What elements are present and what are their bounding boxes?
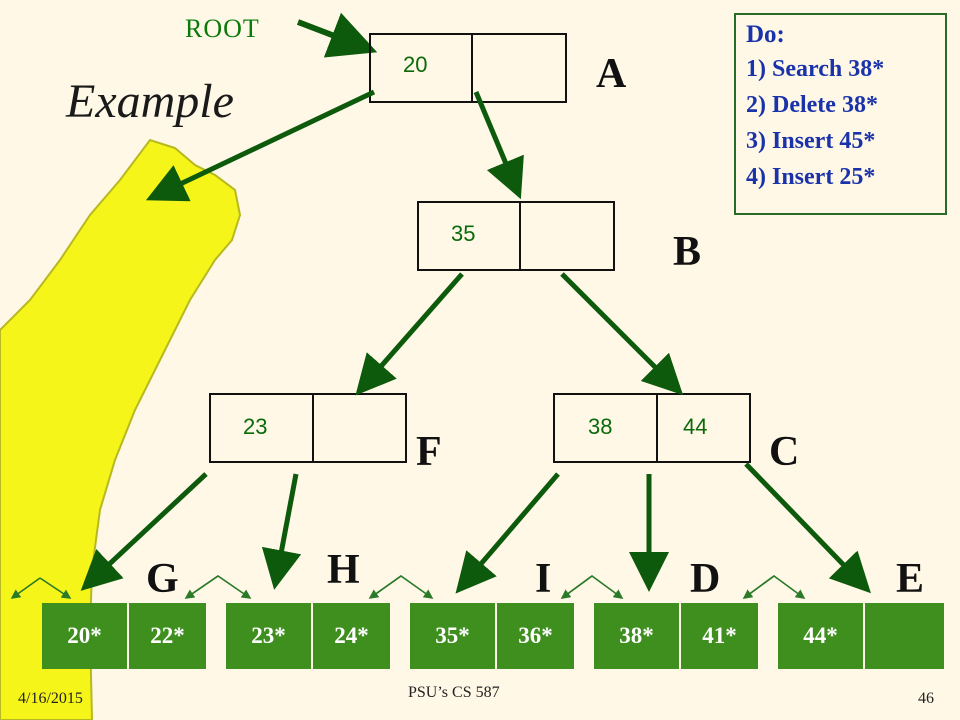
todo-item: 3) Insert 45* [746, 128, 876, 154]
leaf-g-label: G [146, 556, 179, 602]
sibling-arrow-e-d [742, 575, 775, 599]
leaf-d-label: D [690, 556, 721, 602]
todo-box: Do: 1) Search 38* 2) Delete 38* 3) Inser… [734, 13, 947, 215]
footer-course: PSU’s CS 587 [408, 684, 500, 701]
node-f-key-1: 23 [243, 414, 268, 439]
leaf-e-label: E [896, 556, 925, 602]
arrow-f-to-h [261, 473, 302, 590]
sibling-arrow-left-edge [10, 577, 41, 599]
leaf-g-entry-2: 22* [129, 603, 206, 669]
root-arrow [296, 12, 378, 58]
node-a-box [369, 33, 567, 103]
leaf-h-entry-2: 24* [313, 603, 390, 669]
node-c-key-1: 38 [588, 414, 613, 439]
node-a-key-1: 20 [403, 52, 428, 77]
arrow-a-to-blob [145, 89, 376, 202]
arrow-f-to-g [80, 472, 208, 591]
leaf-e-entry-2 [865, 603, 944, 669]
sibling-arrow-h-i [369, 575, 434, 599]
todo-item: 2) Delete 38* [746, 92, 878, 118]
leaf-e-entry-1: 44* [778, 603, 863, 669]
leaf-i-entry-1: 35* [410, 603, 495, 669]
node-f-label: F [416, 429, 442, 475]
footer-page-number: 46 [918, 690, 934, 707]
leaf-i-label: I [535, 556, 552, 602]
node-a-label: A [596, 51, 627, 97]
leaf-d-entry-2: 41* [681, 603, 758, 669]
leaf-d-entry-1: 38* [594, 603, 679, 669]
root-label: ROOT [185, 14, 260, 43]
sibling-arrow-d-e [743, 575, 806, 599]
todo-item: 4) Insert 25* [746, 164, 876, 190]
todo-item: 1) Search 38* [746, 56, 885, 82]
sibling-arrow-i-d [561, 575, 624, 599]
arrow-b-to-c [560, 272, 684, 396]
arrow-a-to-b [473, 91, 524, 200]
node-c-label: C [769, 429, 800, 475]
arrow-c-to-e [744, 462, 871, 594]
node-c-key-2: 44 [683, 414, 708, 439]
node-b-label: B [673, 229, 702, 275]
leaf-h-label: H [327, 547, 360, 593]
leaf-i-entry-2: 36* [497, 603, 574, 669]
node-b-box [417, 201, 615, 271]
leaf-g-entry-1: 20* [42, 603, 127, 669]
sibling-arrow-g-left [39, 577, 72, 599]
node-c-box [553, 393, 751, 463]
arrow-b-to-f [355, 272, 464, 396]
footer-date: 4/16/2015 [18, 690, 83, 707]
sibling-arrow-g-h [185, 575, 252, 599]
slide-title: Example [66, 75, 234, 128]
node-b-key-1: 35 [451, 221, 476, 246]
node-f-box [209, 393, 407, 463]
sibling-arrow-h-g [184, 575, 219, 599]
sibling-arrow-i-h [368, 575, 402, 599]
sibling-arrow-d-i [560, 575, 593, 599]
todo-title: Do: [746, 21, 785, 48]
leaf-h-entry-1: 23* [226, 603, 311, 669]
arrow-c-to-i [455, 472, 560, 594]
